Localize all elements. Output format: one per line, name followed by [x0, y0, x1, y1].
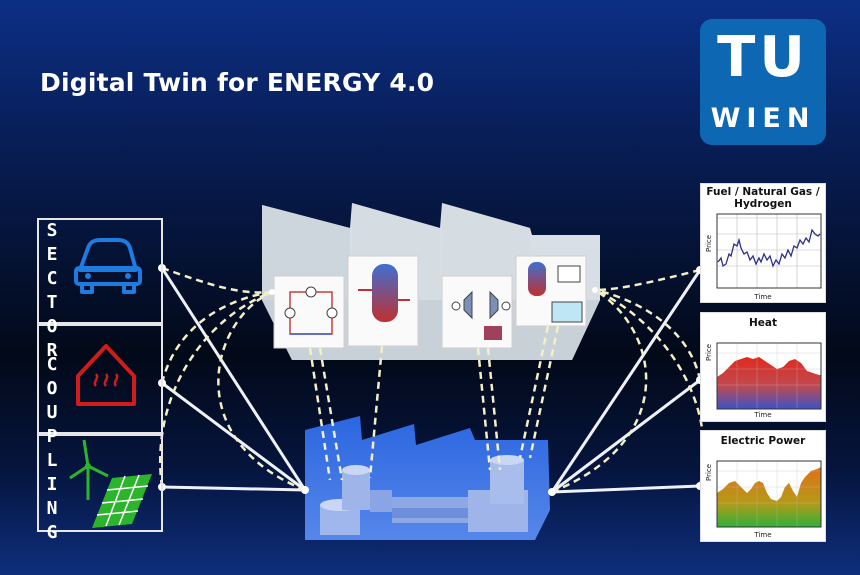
sector-coupling-letter: O [46, 316, 58, 337]
power-price-plot [716, 460, 822, 528]
chart-electric-power: Electric Power Price Time [700, 430, 826, 542]
sector-coupling-letter: U [46, 402, 58, 423]
sector-coupling-letter: C [46, 268, 58, 289]
dashed-data-links [159, 266, 706, 494]
digital-twin-factory [262, 203, 600, 360]
logo-text-tu: TU [717, 25, 809, 90]
tu-wien-logo: TU WIEN [700, 19, 826, 145]
sector-coupling-letter: S [46, 220, 58, 241]
sector-box-heat [37, 324, 163, 434]
sector-box-renewables [37, 434, 163, 532]
sector-coupling-letter: E [46, 244, 58, 265]
sector-box-mobility [37, 218, 163, 324]
chart-heat: Heat Price Time [700, 312, 826, 422]
fuel-price-plot [716, 213, 822, 289]
sector-coupling-letter: T [46, 292, 58, 313]
sector-coupling-letter: C [46, 354, 58, 375]
sector-coupling-letter: O [46, 378, 58, 399]
sector-coupling-letter: N [46, 498, 58, 519]
sector-coupling-letter: L [46, 450, 58, 471]
chart-title-line: Fuel / Natural Gas / [706, 186, 820, 198]
physical-factory [305, 416, 550, 540]
page-title: Digital Twin for ENERGY 4.0 [40, 68, 435, 97]
chart-xlabel: Time [754, 411, 772, 419]
chart-xlabel: Time [754, 531, 772, 539]
sector-coupling-letter: I [46, 474, 58, 495]
chart-title-line: Heat [748, 317, 777, 329]
heat-price-plot [716, 342, 822, 410]
logo-text-wien: WIEN [710, 103, 816, 134]
sector-coupling-letter: R [46, 340, 58, 361]
chart-title-line: Hydrogen [734, 198, 792, 210]
chart-fuel-gas-hydrogen: Fuel / Natural Gas / Hydrogen Price Time [700, 183, 826, 303]
sector-coupling-letter: P [46, 426, 58, 447]
sector-coupling-letter: G [46, 522, 58, 543]
chart-title-line: Electric Power [720, 435, 806, 447]
chart-xlabel: Time [754, 293, 772, 301]
